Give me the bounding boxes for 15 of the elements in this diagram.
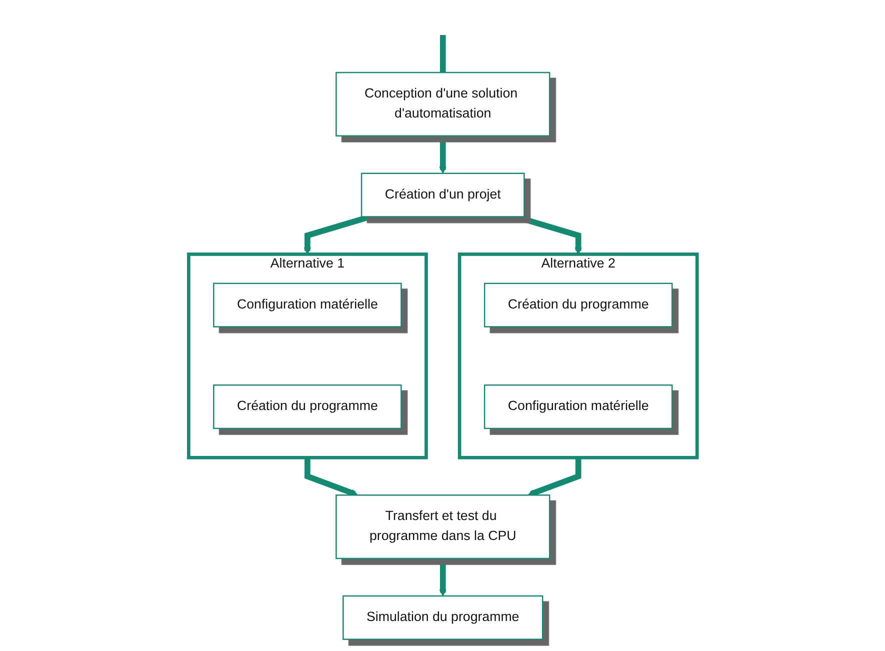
node-box: Création d'un projet xyxy=(360,172,524,218)
node-box: Configuration matérielle xyxy=(212,282,402,328)
node-box: Transfert et test du programme dans la CPU xyxy=(335,494,550,560)
node-box: Simulation du programme xyxy=(342,595,543,640)
arrow xyxy=(514,214,582,255)
node-box: Création du programme xyxy=(484,282,672,328)
arrow xyxy=(304,458,358,497)
node-box: Conception d'une solution d'automatisation xyxy=(335,72,550,136)
arrow xyxy=(438,136,446,174)
arrow xyxy=(303,214,371,255)
arrow xyxy=(438,558,446,596)
node-box: Création du programme xyxy=(212,384,402,430)
arrow xyxy=(527,458,581,497)
node-box: Configuration matérielle xyxy=(484,384,672,430)
connector xyxy=(440,35,446,73)
